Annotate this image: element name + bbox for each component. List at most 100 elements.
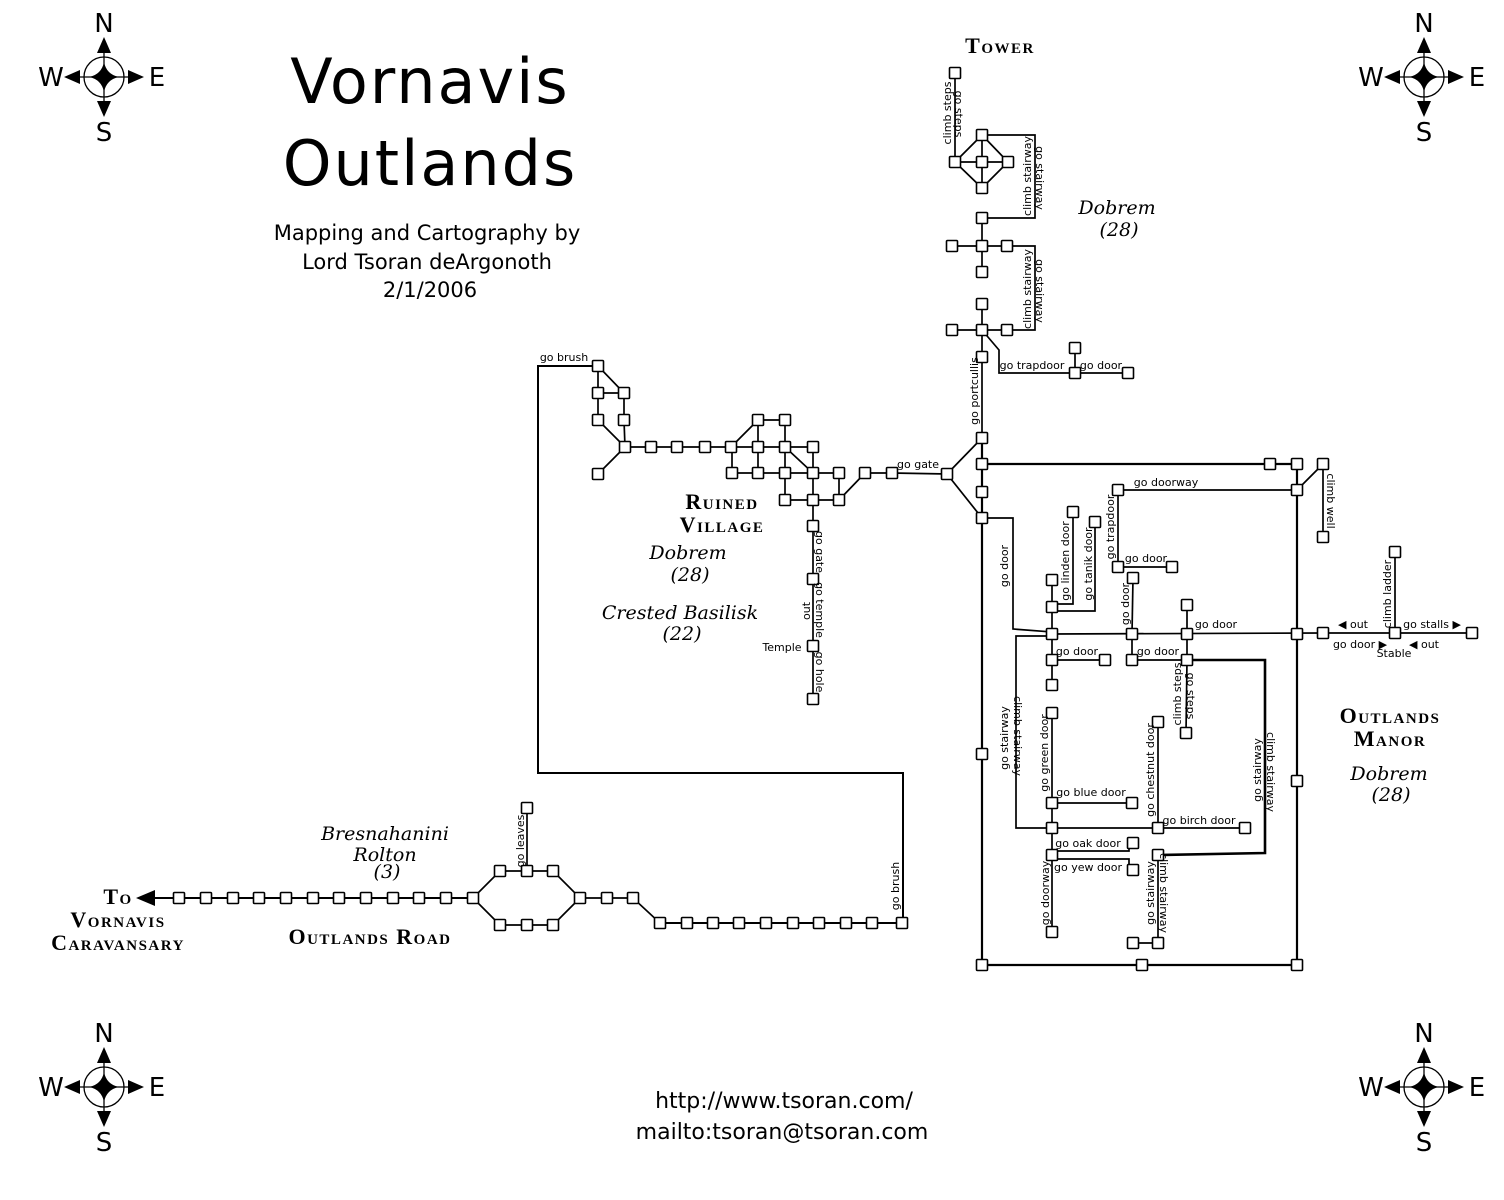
edge-label: go yew door (1054, 861, 1122, 874)
compass-west-label: W (38, 1073, 64, 1103)
map-room-node (895, 916, 909, 930)
map-room-node (778, 466, 792, 480)
edge-label: go tanik door (1082, 527, 1095, 601)
map-room-node (975, 958, 989, 972)
map-room-node (975, 211, 989, 225)
map-room-node (724, 440, 738, 454)
edge-label: climb ladder (1381, 559, 1394, 628)
map-room-node (617, 386, 631, 400)
map-room-node (1316, 626, 1330, 640)
map-room-node (1316, 530, 1330, 544)
map-room-node (778, 413, 792, 427)
map-room-node (1135, 958, 1149, 972)
area-title-tower: Tower (965, 33, 1035, 58)
manor-creature: Dobrem (1349, 763, 1427, 785)
map-room-node (1180, 598, 1194, 612)
compass-east-label: E (1469, 63, 1485, 93)
edge-label: go brush (540, 351, 588, 364)
compass-north-label: N (94, 1019, 113, 1049)
map-room-node (806, 466, 820, 480)
map-room-node (1045, 925, 1059, 939)
map-room-node (670, 440, 684, 454)
map-room-node (945, 239, 959, 253)
map-path-edge (981, 517, 1053, 633)
map-room-node (1000, 323, 1014, 337)
map-path-edge (537, 365, 904, 924)
map-room-node (858, 466, 872, 480)
edge-label: go stairway (1033, 146, 1046, 210)
map-room-node (759, 916, 773, 930)
edge-label: go stairway (998, 706, 1011, 770)
map-room-node (975, 297, 989, 311)
map-path-edge (1185, 659, 1188, 734)
edge-label: go linden door (1059, 521, 1072, 601)
map-room-node (439, 891, 453, 905)
map-room-node (751, 413, 765, 427)
map-room-node (1388, 545, 1402, 559)
edge-label: go hole (813, 652, 826, 693)
map-room-node (1290, 627, 1304, 641)
map-room-node (412, 891, 426, 905)
compass-south-label: S (96, 118, 113, 148)
map-path-edge (891, 472, 948, 475)
map-room-node (1151, 821, 1165, 835)
edge-label: go gate (897, 458, 939, 471)
map-room-node (600, 891, 614, 905)
map-room-node (806, 692, 820, 706)
edge-label: out (800, 601, 813, 620)
map-path-edge (1006, 245, 1036, 331)
manor-creature-count: (28) (1371, 784, 1410, 806)
map-room-node (386, 891, 400, 905)
map-room-node (885, 466, 899, 480)
map-room-node (1045, 653, 1059, 667)
map-room-node (493, 918, 507, 932)
edge-label: go gate (813, 531, 826, 573)
map-path-edge (1051, 521, 1096, 612)
edge-label: climb stairway (1021, 136, 1034, 216)
village-creature-count: (28) (670, 564, 709, 586)
map-room-node (626, 891, 640, 905)
edge-label: go steps (952, 91, 965, 138)
footer-url: http://www.tsoran.com/ (655, 1089, 913, 1114)
edge-label: go door (1137, 645, 1180, 658)
map-room-node (786, 916, 800, 930)
map-room-node (546, 864, 560, 878)
map-title-line2: Outlands (283, 127, 578, 200)
map-room-node (751, 466, 765, 480)
credit-line1: Mapping and Cartography by (274, 221, 581, 245)
map-room-node (698, 440, 712, 454)
map-room-node (226, 891, 240, 905)
map-room-node (975, 239, 989, 253)
map-room-node (1126, 836, 1140, 850)
edge-label: go doorway (1134, 476, 1199, 489)
map-room-node (751, 440, 765, 454)
compass-west-label: W (1358, 63, 1384, 93)
edge-label: go portcullis (968, 357, 981, 425)
map-room-node (975, 747, 989, 761)
map-room-node (806, 572, 820, 586)
compass-east-label: E (1469, 1073, 1485, 1103)
map-room-node (1000, 239, 1014, 253)
edge-label: go stalls ▶ (1403, 618, 1461, 631)
map-room-node (975, 350, 989, 364)
map-room-node (975, 128, 989, 142)
road-creature-line1: Bresnahanini (320, 823, 449, 845)
map-room-node (1126, 936, 1140, 950)
map-room-node (732, 916, 746, 930)
edge-label: go oak door (1055, 837, 1121, 850)
map-room-node (975, 431, 989, 445)
edge-label: go door (998, 544, 1011, 587)
area-title-village-line1: Ruined (685, 489, 758, 514)
map-room-node (1066, 505, 1080, 519)
edge-label: climb steps (1171, 662, 1184, 725)
map-room-node (466, 891, 480, 905)
destination-line1: To (103, 884, 132, 909)
map-path-edge (981, 134, 1036, 219)
edge-label: go door (1119, 582, 1132, 625)
map-room-node (975, 511, 989, 525)
map-room-node (1388, 626, 1402, 640)
map-room-node (1111, 560, 1125, 574)
